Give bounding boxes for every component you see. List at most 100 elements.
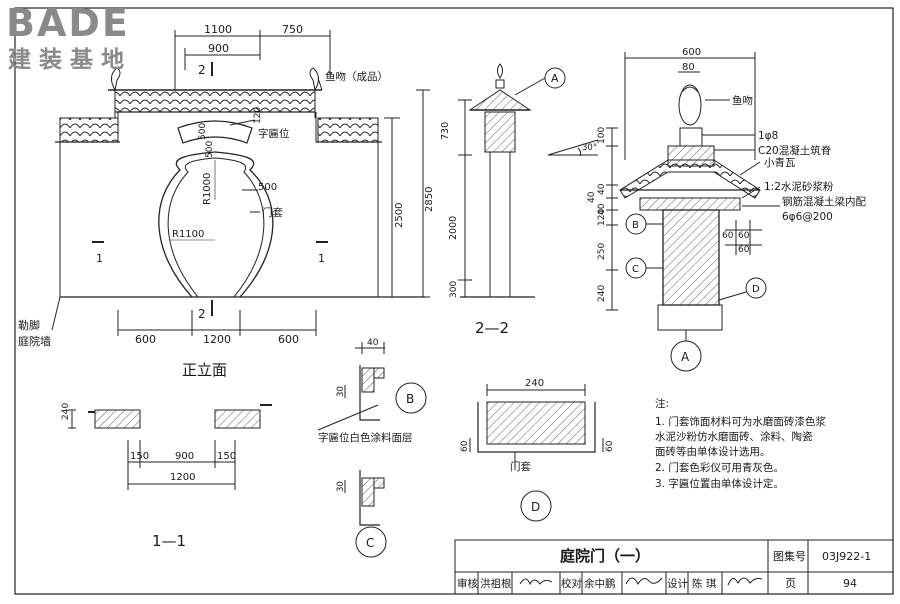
height-2850: 2850 [424, 187, 435, 212]
note-line-1: 1. 门套饰面材料可为水磨面砖漆色浆 [655, 416, 826, 428]
da-callout-b: B [632, 220, 639, 231]
da-dim-60c: 60 [738, 231, 750, 241]
db-dim-40: 40 [367, 338, 379, 348]
note-line-2: 水泥沙粉仿水磨面砖、涂料、陶瓷 [655, 431, 813, 443]
da-dim-100: 100 [597, 127, 607, 144]
section-2-2-caption: 2—2 [475, 319, 509, 337]
s11-dim-150-left: 150 [130, 451, 149, 462]
da-dim-240: 240 [597, 285, 607, 302]
section-1-1-caption: 1—1 [152, 532, 186, 550]
frame-width: 500 [258, 182, 277, 193]
section-tag-top: 2 [198, 63, 206, 77]
note-line-5: 3. 字匾位置由单体设计定。 [655, 478, 784, 490]
reviewer-name: 洪祖根 [480, 577, 512, 590]
da-circle-a: A [681, 350, 690, 364]
frame-label: 门套 [262, 206, 283, 219]
design-label: 设计 [667, 577, 688, 590]
checker-name: 余中鹏 [584, 577, 616, 590]
section-2-2 [458, 63, 566, 298]
da-label-mortar: 1:2水泥砂浆粉 [764, 180, 834, 193]
notes-heading: 注: [655, 398, 670, 410]
designer-name: 陈 琪 [692, 577, 717, 590]
dd-label: 门套 [510, 460, 531, 473]
s22-callout-a: A [551, 72, 559, 85]
front-elevation-caption: 正立面 [182, 361, 227, 379]
plinth-label: 勒脚 [18, 318, 40, 332]
dim-600-left: 600 [135, 333, 156, 346]
sheet-border [14, 7, 894, 595]
detail-a-section [547, 52, 780, 372]
note-line-3: 面砖等由单体设计选用。 [655, 446, 771, 458]
dim-1200: 1200 [203, 333, 231, 346]
dim-600-right: 600 [278, 333, 299, 346]
logo-tagline: 建装基地 [8, 47, 132, 73]
dim-750: 750 [282, 23, 303, 36]
height-2500: 2500 [394, 203, 405, 228]
da-label-fish: 鱼吻 [732, 94, 753, 107]
s11-dim-900: 900 [175, 451, 194, 462]
da-dim-600: 600 [682, 47, 701, 58]
dim-900: 900 [208, 42, 229, 55]
wall-label: 庭院墙 [18, 334, 51, 348]
reviewer-signature [519, 578, 553, 586]
designer-signature [727, 577, 763, 586]
logo-brand: BADE [6, 1, 130, 45]
radius-1000: R1000 [202, 173, 213, 205]
radius-1100: R1100 [172, 229, 204, 240]
s22-dim-730: 730 [440, 122, 451, 140]
da-dim-60b: 60 [738, 245, 750, 255]
dim-1100: 1100 [204, 23, 232, 36]
front-elevation [51, 30, 430, 336]
section-tag-bottom: 2 [198, 307, 206, 321]
title-block [454, 539, 894, 595]
s11-dim-150-right: 150 [217, 451, 236, 462]
check-label: 校对 [561, 577, 582, 590]
s11-dim-240: 240 [61, 403, 71, 420]
da-angle: 30° [582, 143, 597, 153]
dd-dim-240: 240 [525, 378, 544, 389]
dd-dim-60-right: 60 [605, 440, 615, 452]
da-callout-c: C [632, 264, 639, 275]
atlas-label: 图集号 [773, 549, 806, 563]
note-line-4: 2. 门套色彩仪可用青灰色。 [655, 462, 784, 474]
detail-b [317, 342, 427, 431]
da-label-beam: 钢筋混凝土梁内配 [782, 195, 866, 208]
atlas-number: 03J922-1 [822, 550, 871, 563]
detail-c [344, 470, 387, 558]
da-label-ridge: C20混凝土筑脊 [758, 144, 832, 157]
db-dim-30: 30 [336, 386, 346, 397]
fish-callout: 鱼吻（成品） [325, 70, 388, 83]
side-mark-left: 1 [96, 252, 103, 265]
da-dim-40a: 40 [597, 183, 607, 195]
da-dim-40b: 40 [587, 191, 597, 203]
da-callout-d: D [752, 284, 760, 295]
review-label: 审核 [457, 577, 478, 590]
db-label: 字匾位白色涂料面层 [318, 431, 413, 444]
s11-dim-1200: 1200 [170, 472, 195, 483]
plaque-dim-1: 500 [198, 123, 208, 140]
checker-signature [625, 577, 663, 586]
da-dim-250: 250 [597, 243, 607, 260]
dc-dim-30: 30 [336, 481, 346, 492]
db-circle: B [406, 392, 414, 406]
plaque-label: 字匾位 [258, 127, 290, 140]
da-label-stirrup: 6φ6@200 [782, 211, 833, 223]
plaque-dim-2: 500 [205, 141, 215, 158]
da-dim-40c: 40 [597, 203, 607, 215]
da-label-rebar: 1φ8 [758, 130, 778, 142]
plaque-dim-3: 120 [253, 107, 263, 124]
drawing-title: 庭院门（一） [560, 547, 650, 565]
side-mark-right: 1 [318, 252, 325, 265]
bade-logo: BADE 建装基地 [6, 2, 171, 82]
dd-dim-60-left: 60 [460, 440, 470, 452]
dd-circle: D [531, 500, 540, 514]
s22-dim-300: 300 [449, 281, 459, 298]
da-dim-120: 120 [597, 209, 607, 226]
section-1-1 [68, 404, 272, 490]
detail-d [469, 384, 604, 522]
da-dim-80: 80 [682, 62, 695, 73]
s22-dim-2000: 2000 [448, 216, 459, 240]
dc-circle: C [366, 536, 374, 550]
